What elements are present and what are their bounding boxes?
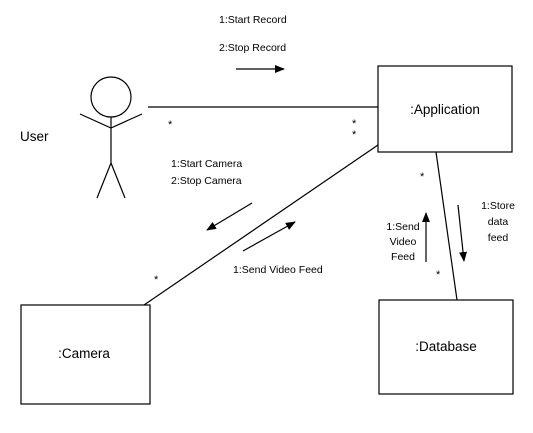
link-application-camera xyxy=(143,144,379,306)
actor-right-arm xyxy=(110,113,143,129)
actor-right-leg xyxy=(110,162,126,199)
actor-label: User xyxy=(20,129,49,144)
msg-db-send-line2: Video xyxy=(390,236,417,248)
link-application-database xyxy=(435,151,458,301)
multiplicity-db-end: * xyxy=(436,269,441,281)
actor-head xyxy=(90,76,132,118)
arrow-application-to-camera xyxy=(206,202,253,231)
multiplicity-app-user-end-1: * xyxy=(352,118,357,130)
database-object: :Database xyxy=(378,299,514,395)
camera-label: :Camera xyxy=(58,346,110,361)
actor-left-leg xyxy=(96,162,112,199)
msg-store-line2: data xyxy=(488,216,509,228)
msg-start-record: 1:Start Record xyxy=(219,14,287,26)
user-actor xyxy=(79,76,143,199)
database-box xyxy=(378,299,514,395)
application-label: :Application xyxy=(410,102,480,117)
actor-left-arm xyxy=(79,113,112,129)
arrow-application-to-database xyxy=(457,204,468,262)
msg-db-send-line3: Feed xyxy=(391,251,415,263)
msg-store-line1: 1:Store xyxy=(481,200,515,212)
multiplicity-camera-end: * xyxy=(154,274,159,286)
database-label: :Database xyxy=(415,339,477,354)
msg-start-camera: 1:Start Camera xyxy=(171,158,242,170)
camera-object: :Camera xyxy=(20,304,151,405)
application-object: :Application xyxy=(377,65,513,153)
camera-box xyxy=(20,304,151,405)
msg-stop-camera: 2:Stop Camera xyxy=(171,175,242,187)
arrow-camera-to-application xyxy=(242,221,296,252)
multiplicity-app-db-end: * xyxy=(420,171,425,183)
msg-store-line3: feed xyxy=(488,232,509,244)
multiplicity-user-end: * xyxy=(168,119,173,131)
msg-stop-record: 2:Stop Record xyxy=(219,42,286,54)
msg-db-send-line1: 1:Send xyxy=(386,221,419,233)
msg-send-video-feed: 1:Send Video Feed xyxy=(233,264,323,276)
application-box xyxy=(377,65,513,153)
multiplicity-app-user-end-2: * xyxy=(352,129,357,141)
